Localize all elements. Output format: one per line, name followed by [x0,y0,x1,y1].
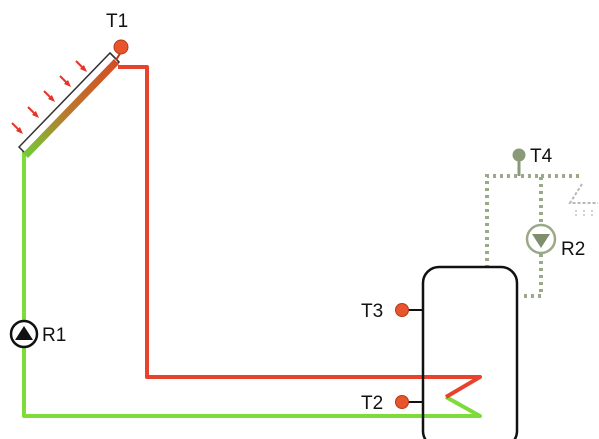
pump-r2-icon [532,234,550,248]
t1-label: T1 [106,11,128,32]
shower-head-icon [568,183,598,216]
t1-sensor [113,39,129,55]
pump-r1-icon [15,326,33,340]
r2-label: R2 [561,239,585,260]
t2-label: T2 [361,393,383,414]
t3-sensor [395,303,409,317]
sun-ray-arrows-icon [11,60,87,134]
storage-tank [421,265,519,439]
secondary-pipe [485,174,543,298]
pump-r1 [9,319,39,349]
collector-absorber [23,59,119,158]
solar-collector [17,51,121,158]
collector-frame [17,51,121,158]
r1-label: R1 [42,325,66,346]
cold-return-pipe [22,150,482,418]
t2-sensor [395,395,409,409]
t4-label: T4 [530,146,553,167]
secondary-circuit: T4 R2 [485,146,598,298]
pump-r2 [525,223,557,255]
hot-flow-pipe [118,65,482,399]
t4-sensor [512,148,526,162]
t3-label: T3 [361,301,383,322]
